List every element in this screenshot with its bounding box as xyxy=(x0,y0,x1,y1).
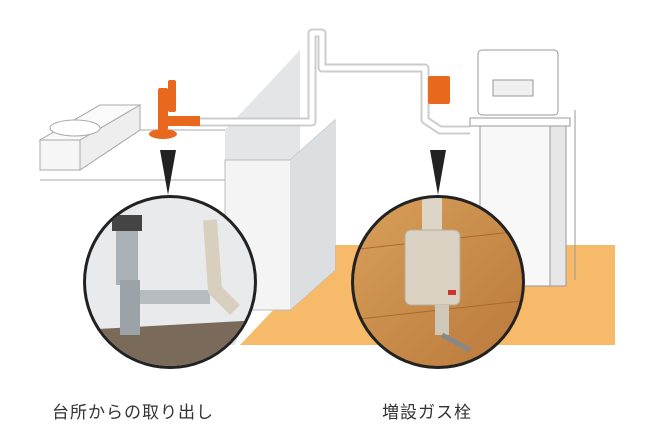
pointer-right xyxy=(430,150,446,195)
photo-gas-outlet xyxy=(351,195,525,369)
gas-outlet-box xyxy=(428,76,450,104)
kitchen-valve xyxy=(149,80,200,139)
label-additional-gas-outlet: 増設ガス栓 xyxy=(382,403,472,423)
label-kitchen-outlet: 台所からの取り出し xyxy=(52,403,214,423)
gas-appliance xyxy=(469,49,576,287)
pointer-left xyxy=(160,150,176,195)
kitchen-counter xyxy=(38,104,225,181)
